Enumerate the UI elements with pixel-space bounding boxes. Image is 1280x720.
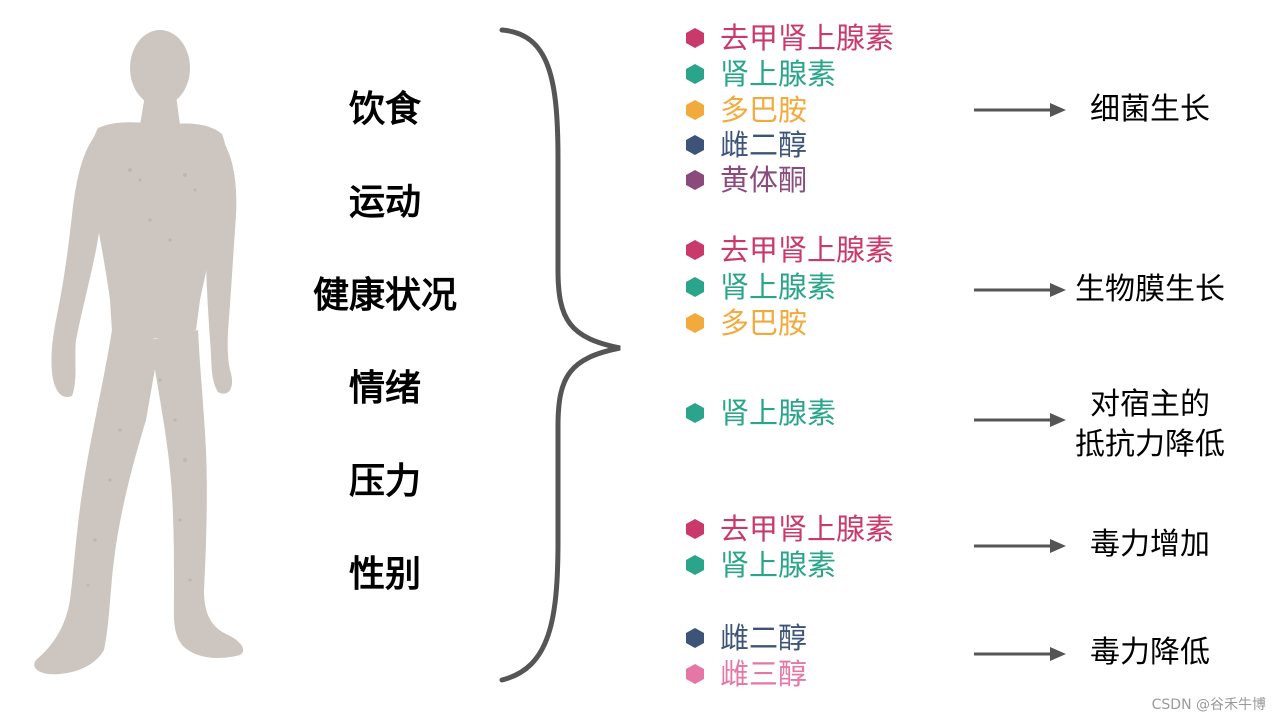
hormone-label: 多巴胺 [720,93,808,127]
factor-label: 压力 [348,461,421,502]
hormone-item: 雌二醇 [670,620,807,656]
hexagon-icon [686,170,704,190]
hormone-item: 去甲肾上腺素 [670,20,894,56]
factor-label: 饮食 [348,89,421,130]
hexagon-icon [686,135,704,155]
hormone-label: 去甲肾上腺素 [720,21,895,55]
effect-label: 生物膜生长 [1075,272,1225,307]
hormone-item: 多巴胺 [670,305,807,341]
curly-brace [499,27,621,683]
hormone-item: 黄体酮 [670,162,807,198]
hexagon-icon [686,313,704,333]
watermark: CSDN @谷禾牛博 [1151,697,1266,713]
factor-label: 情绪 [348,368,421,409]
hexagon-icon [686,277,704,297]
hormone-item: 肾上腺素 [670,269,836,305]
arrow-right-icon [974,647,1066,661]
hormone-label: 肾上腺素 [720,396,837,430]
effect-label: 毒力增加 [1090,527,1210,562]
arrow-right-icon [974,103,1066,117]
hormone-item: 雌二醇 [670,127,807,163]
hexagon-icon [686,240,704,260]
factor-list: 饮食 运动 健康状况 情绪 压力 性别 [300,0,480,720]
hormone-item: 多巴胺 [670,92,807,128]
hormone-label: 雌三醇 [720,657,808,691]
hormone-label: 雌二醇 [720,128,808,162]
effect-label: 对宿主的 [1090,387,1210,422]
hexagon-icon [686,519,704,539]
arrow-right-icon [974,413,1066,427]
hormone-label: 肾上腺素 [720,270,837,304]
hexagon-icon [686,100,704,120]
hormone-item: 肾上腺素 [670,395,836,431]
hormone-label: 去甲肾上腺素 [720,512,895,546]
hormone-item: 去甲肾上腺素 [670,511,894,547]
effect-label: 细菌生长 [1090,92,1210,127]
hormone-label: 去甲肾上腺素 [720,233,895,267]
hormone-label: 黄体酮 [720,163,808,197]
hexagon-icon [686,628,704,648]
arrow-right-icon [974,539,1066,553]
effect-label: 毒力降低 [1090,635,1210,670]
hormone-item: 雌三醇 [670,656,807,692]
hexagon-icon [686,664,704,684]
hormone-label: 肾上腺素 [720,57,837,91]
human-figure-illustration [34,30,244,675]
hormone-groups: 去甲肾上腺素 肾上腺素 多巴胺 雌二醇 黄体酮 去甲肾上腺素 肾上腺素 多巴胺 … [670,0,950,720]
hormone-item: 肾上腺素 [670,56,836,92]
factor-label: 性别 [348,554,421,595]
hormone-label: 肾上腺素 [720,548,837,582]
factor-label: 运动 [348,182,421,223]
hormone-label: 多巴胺 [720,306,808,340]
effect-label: 抵抗力降低 [1075,427,1225,462]
hormone-label: 雌二醇 [720,621,808,655]
hexagon-icon [686,555,704,575]
hexagon-icon [686,28,704,48]
hexagon-icon [686,403,704,423]
hormone-item: 肾上腺素 [670,547,836,583]
hexagon-icon [686,64,704,84]
arrow-right-icon [974,283,1066,297]
hormone-item: 去甲肾上腺素 [670,232,894,268]
factor-label: 健康状况 [312,275,457,316]
